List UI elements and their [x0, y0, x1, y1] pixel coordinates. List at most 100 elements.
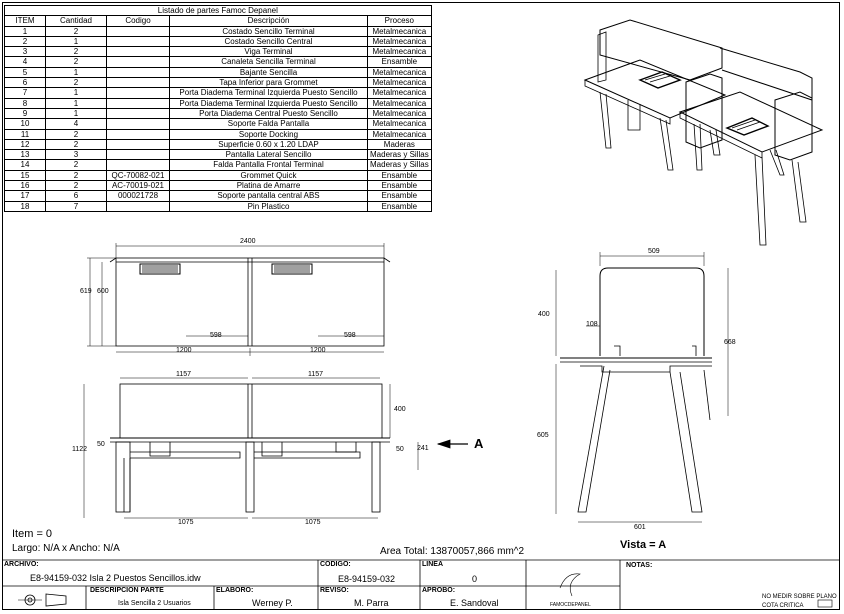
cell-descripcion: Soporte Falda Pantalla [169, 118, 368, 130]
isometric-view [583, 19, 824, 246]
cell-proceso: Ensamble [367, 180, 432, 192]
parts-list-caption: Listado de partes Famoc Depanel [4, 4, 432, 17]
cell-proceso: Ensamble [367, 200, 432, 212]
dim-side-601: 601 [634, 524, 646, 531]
dim-side-400: 400 [538, 311, 550, 318]
archivo-value: E8-94159-032 Isla 2 Puestos Sencillos.id… [30, 573, 201, 583]
view-arrow-label: A [474, 436, 484, 451]
parts-list-table: Listado de partes Famoc Depanel ITEM Can… [4, 4, 432, 212]
dim-top-total: 2400 [240, 238, 256, 245]
elaboro-label: ELABORO: [216, 587, 254, 594]
cell-proceso: Ensamble [367, 169, 432, 182]
aprobo-label: APROBO: [422, 587, 456, 594]
cell-proceso: Metalmecanica [367, 46, 432, 58]
view-a-label: Vista = A [620, 539, 667, 551]
cell-proceso: Metalmecanica [367, 25, 432, 37]
dim-side-668: 668 [724, 339, 736, 346]
top-view [87, 243, 391, 356]
cell-proceso: Ensamble [367, 190, 432, 202]
cell-proceso: Metalmecanica [367, 97, 432, 109]
cell-proceso: Metalmecanica [367, 128, 432, 140]
descripcion-label: DESCRIPCION PARTE [90, 587, 164, 594]
dim-top-1200-right: 1200 [310, 347, 326, 354]
cell-descripcion: Superficie 0.60 x 1.20 LDAP [169, 138, 368, 151]
cell-descripcion: Soporte Docking [169, 128, 368, 140]
cell-descripcion: Costado Sencillo Terminal [169, 25, 368, 37]
dim-front-50-right: 50 [396, 446, 404, 453]
dim-top-598-left: 598 [210, 332, 222, 339]
title-block-frame [2, 559, 840, 610]
dim-front-1157-right: 1157 [308, 371, 324, 378]
cell-proceso: Maderas y Sillas [367, 149, 432, 161]
linea-label: LINEA [422, 561, 443, 568]
side-view-a [555, 252, 729, 523]
aprobo-value: E. Sandoval [450, 598, 499, 608]
cell-descripcion: Pantalla Lateral Sencillo [169, 149, 368, 161]
cell-proceso: Maderas [367, 138, 432, 151]
note-no-medir: NO MEDIR SOBRE PLANO [762, 594, 837, 600]
linea-value: 0 [472, 574, 478, 584]
item-size: Largo: N/A x Ancho: N/A [12, 543, 120, 554]
col-header-descripcion: Descripción [169, 15, 368, 27]
archivo-label: ARCHIVO: [4, 561, 39, 568]
cell-descripcion: Bajante Sencilla [169, 66, 368, 79]
note-cota-critica: COTA CRITICA [762, 603, 804, 609]
cell-descripcion: Pin Plastico [169, 200, 368, 212]
cell-descripcion: Porta Diadema Central Puesto Sencillo [169, 107, 368, 120]
dim-front-1122: 1122 [72, 446, 88, 453]
cell-descripcion: Grommet Quick [169, 169, 368, 182]
cell-descripcion: Soporte pantalla central ABS [169, 190, 368, 202]
dim-side-509: 509 [648, 248, 660, 255]
dim-front-1075-right: 1075 [305, 519, 321, 526]
cell-proceso: Metalmecanica [367, 118, 432, 130]
cell-descripcion: Platina de Amarre [169, 180, 368, 192]
cell-descripcion: Porta Diadema Terminal Izquierda Puesto … [169, 97, 368, 109]
dim-top-1200-left: 1200 [176, 347, 192, 354]
cell-descripcion: Costado Sencillo Central [169, 35, 368, 48]
col-header-proceso: Proceso [367, 15, 432, 27]
area-total: Area Total: 13870057,866 mm^2 [380, 546, 525, 557]
descripcion-value: Isla Sencilla 2 Usuarios [118, 600, 191, 607]
cell-descripcion: Tapa Inferior para Grommet [169, 77, 368, 89]
cell-descripcion: Falda Pantalla Frontal Terminal [169, 159, 368, 171]
cell-proceso: Metalmecanica [367, 87, 432, 99]
cell-proceso: Maderas y Sillas [367, 159, 432, 171]
cell-proceso: Ensamble [367, 56, 432, 68]
cell-proceso: Metalmecanica [367, 66, 432, 79]
cell-proceso: Metalmecanica [367, 35, 432, 48]
codigo-label: CODIGO: [320, 561, 351, 568]
reviso-value: M. Parra [354, 598, 389, 608]
dim-front-400: 400 [394, 406, 406, 413]
dim-top-598-right: 598 [344, 332, 356, 339]
dim-front-1075-left: 1075 [178, 519, 194, 526]
item-number: Item = 0 [12, 528, 53, 540]
front-view [83, 377, 468, 519]
dim-side-108: 108 [586, 321, 598, 328]
dim-side-605: 605 [537, 432, 549, 439]
cell-descripcion: Canaleta Sencilla Terminal [169, 56, 368, 68]
cell-proceso: Metalmecanica [367, 107, 432, 120]
codigo-value: E8-94159-032 [338, 574, 396, 584]
cell-descripcion: Viga Terminal [169, 46, 368, 58]
dim-top-height-outer: 619 [80, 288, 92, 295]
dim-front-50-left: 50 [97, 441, 105, 448]
cell-proceso: Metalmecanica [367, 77, 432, 89]
notas-label: NOTAS: [626, 562, 653, 569]
